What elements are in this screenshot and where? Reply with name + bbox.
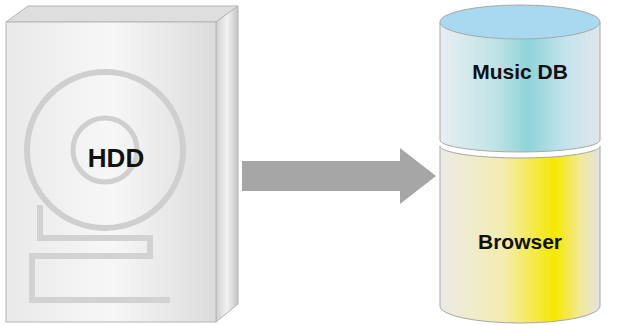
cylinder-section: Music DB (440, 6, 600, 142)
node-label: HDD (88, 143, 144, 174)
hdd-illustration (6, 6, 238, 322)
block-arrow (242, 148, 436, 204)
hdd-box: HDD (6, 6, 238, 322)
node-label: Browser (478, 230, 562, 254)
cylinder-section: Browser (440, 146, 600, 316)
cylinder-illustration (440, 5, 600, 323)
node-label: Music DB (472, 60, 568, 84)
